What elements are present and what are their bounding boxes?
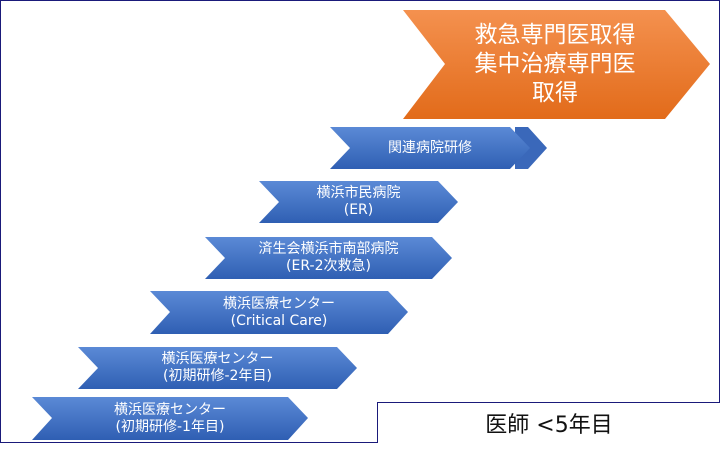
experience-note: 医師 <5年目 xyxy=(377,402,720,443)
step-chevron-4 xyxy=(150,291,408,334)
step-label-2: 横浜市民病院 (ER) xyxy=(279,181,438,223)
step-chevron-5 xyxy=(78,347,357,389)
step-subtitle: (初期研修-1年目) xyxy=(115,418,225,435)
step-title: 横浜医療センター xyxy=(223,295,335,312)
goal-line: 救急専門医取得 xyxy=(474,22,636,49)
diagram-frame xyxy=(0,0,720,443)
step-label-6: 横浜医療センター (初期研修-1年目) xyxy=(52,397,288,440)
step-chevron-1 xyxy=(330,127,530,169)
step-title: 横浜市民病院 xyxy=(316,185,401,202)
step-chevron-3 xyxy=(205,237,452,279)
step-title: 済生会横浜市南部病院 xyxy=(258,241,399,258)
step-label-1: 関連病院研修 xyxy=(350,127,510,169)
goal-line: 集中治療専門医 xyxy=(474,51,636,78)
step-label-5: 横浜医療センター (初期研修-2年目) xyxy=(98,347,337,389)
goal-line: 取得 xyxy=(532,79,578,106)
step-chevron-1 xyxy=(515,127,547,169)
step-label-3: 済生会横浜市南部病院 (ER-2次救急) xyxy=(225,237,432,279)
goal-label: 救急専門医取得 集中治療専門医 取得 xyxy=(445,10,665,119)
step-title: 横浜医療センター xyxy=(161,351,274,368)
goal-chevron xyxy=(403,10,710,119)
step-chevron-6 xyxy=(32,397,308,440)
step-subtitle: (Critical Care) xyxy=(230,312,328,329)
step-title: 横浜医療センター xyxy=(114,401,226,418)
step-subtitle: (ER) xyxy=(343,202,374,218)
step-chevron-2 xyxy=(259,181,458,223)
step-label-4: 横浜医療センター (Critical Care) xyxy=(170,291,388,334)
step-title: 関連病院研修 xyxy=(388,139,472,156)
step-subtitle: (ER-2次救急) xyxy=(286,258,371,274)
step-subtitle: (初期研修-2年目) xyxy=(163,368,272,384)
